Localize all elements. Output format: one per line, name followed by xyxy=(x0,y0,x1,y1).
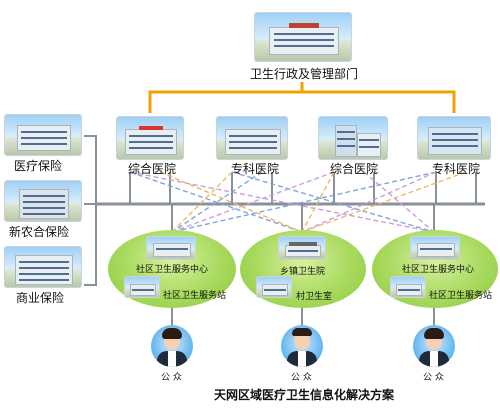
hospital-image-2 xyxy=(216,116,288,160)
hospital-drops xyxy=(129,172,477,204)
insurance-image-1 xyxy=(4,114,82,156)
public-label-3: 公 众 xyxy=(423,373,444,383)
hospital-label-3: 综合医院 xyxy=(330,162,379,176)
insurance-image-3 xyxy=(4,246,82,288)
cluster-2-station-label: 村卫生室 xyxy=(296,292,333,302)
cluster-2-station-image xyxy=(256,276,292,298)
hospital-image-4 xyxy=(417,116,491,160)
cluster-2-center-image xyxy=(278,236,326,260)
cluster-2-center-label: 乡镇卫生院 xyxy=(280,267,326,277)
public-label-1: 公 众 xyxy=(161,373,182,383)
hospital-label-2: 专科医院 xyxy=(231,162,280,176)
public-avatar-2 xyxy=(281,325,323,367)
dashed-links xyxy=(129,171,467,233)
public-label-2: 公 众 xyxy=(291,373,312,383)
admin-building-image xyxy=(254,12,352,62)
hospital-image-1 xyxy=(116,116,184,160)
cluster-drops xyxy=(171,204,435,326)
admin-label: 卫生行政及管理部门 xyxy=(250,67,359,81)
diagram-caption: 天网区域医疗卫生信息化解决方案 xyxy=(214,388,395,402)
cluster-3-center-label: 社区卫生服务中心 xyxy=(402,265,475,275)
insurance-bracket xyxy=(84,135,97,286)
hospital-label-1: 综合医院 xyxy=(128,162,177,176)
hospital-image-3 xyxy=(318,116,388,160)
cluster-3-station-label: 社区卫生服务站 xyxy=(429,291,493,301)
cluster-1-center-label: 社区卫生服务中心 xyxy=(136,265,209,275)
cluster-1-center-image xyxy=(146,236,196,260)
cluster-3-station-image xyxy=(390,276,426,298)
admin-bus xyxy=(148,82,456,113)
insurance-label-2: 新农合保险 xyxy=(9,225,70,239)
insurance-image-2 xyxy=(4,180,82,222)
insurance-label-3: 商业保险 xyxy=(16,291,65,305)
hospital-label-4: 专科医院 xyxy=(432,162,481,176)
cluster-1-station-image xyxy=(124,276,160,298)
cluster-3-center-image xyxy=(410,236,460,260)
cluster-1-station-label: 社区卫生服务站 xyxy=(163,291,227,301)
public-avatar-3 xyxy=(413,325,455,367)
public-avatar-1 xyxy=(151,325,193,367)
insurance-label-1: 医疗保险 xyxy=(14,159,63,173)
